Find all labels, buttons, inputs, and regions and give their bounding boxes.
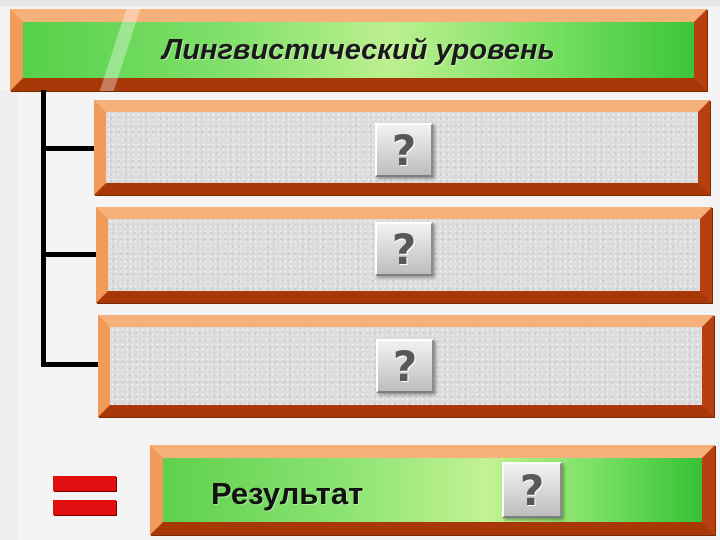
equals-bar-bottom xyxy=(53,500,116,515)
tree-connector-branch-3 xyxy=(41,362,100,367)
background-stripe xyxy=(0,0,720,6)
tree-connector-branch-1 xyxy=(41,146,96,151)
question-mark-button-1[interactable]: ? xyxy=(375,123,433,177)
question-mark-button-result[interactable]: ? xyxy=(502,462,562,518)
result-label: Результат xyxy=(211,476,364,511)
page-title: Лингвистический уровень xyxy=(162,33,555,66)
title-banner: Лингвистический уровень xyxy=(10,9,707,91)
result-box: Результат xyxy=(150,445,715,535)
equals-bar-top xyxy=(53,476,116,491)
tree-connector-vertical xyxy=(41,90,46,367)
background-stripe xyxy=(0,90,18,540)
question-mark-button-2[interactable]: ? xyxy=(375,222,433,276)
question-mark-button-3[interactable]: ? xyxy=(376,339,434,393)
tree-connector-branch-2 xyxy=(41,252,98,257)
